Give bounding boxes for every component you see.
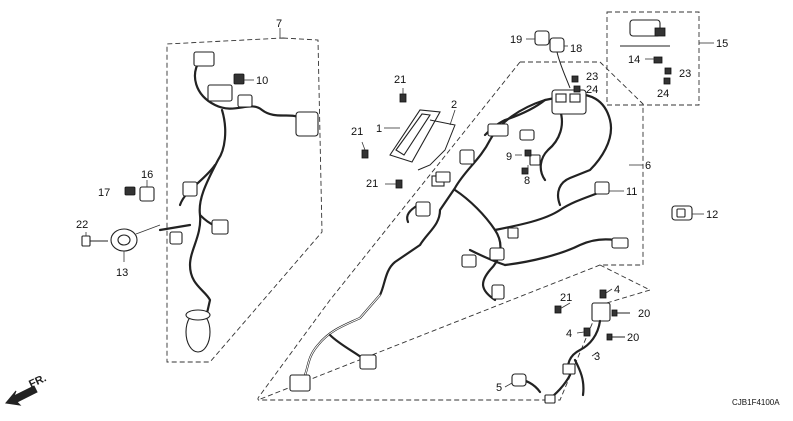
callout-7: 7 xyxy=(276,18,282,30)
callout-23-main: 23 xyxy=(586,71,598,83)
part-16 xyxy=(139,180,155,202)
callout-19: 19 xyxy=(510,34,522,46)
part-1-ecu xyxy=(389,109,441,163)
callout-8: 8 xyxy=(524,175,530,187)
callout-11: 11 xyxy=(626,186,637,198)
callout-labels: 7 10 16 17 22 13 21 2 1 21 21 19 18 23 2… xyxy=(76,18,728,394)
callout-21-left: 21 xyxy=(351,126,363,138)
callout-1: 1 xyxy=(376,123,382,135)
callout-16: 16 xyxy=(141,169,153,181)
callout-9: 9 xyxy=(506,151,512,163)
connector-11 xyxy=(594,181,610,195)
diagram-reference-code: CJB1F4100A xyxy=(732,398,780,407)
callout-24-main: 24 xyxy=(586,84,598,96)
callout-4-bottom: 4 xyxy=(566,328,572,340)
callout-2: 2 xyxy=(451,99,457,111)
callout-13: 13 xyxy=(116,267,128,279)
callout-20-bottom: 20 xyxy=(627,332,639,344)
callout-12: 12 xyxy=(706,209,718,221)
group-7-outline xyxy=(166,37,323,363)
bolts-20 xyxy=(606,309,630,341)
callout-17: 17 xyxy=(98,187,110,199)
group-15-outline xyxy=(606,11,700,106)
bolts-21 xyxy=(361,88,407,189)
front-label: FR. xyxy=(27,372,48,390)
part-15-relay xyxy=(620,19,670,47)
front-direction-indicator: FR. xyxy=(5,372,48,406)
callout-18: 18 xyxy=(570,43,582,55)
connector-top xyxy=(193,51,215,67)
leader-lines xyxy=(244,28,714,388)
arrow-left-down-icon xyxy=(5,385,38,406)
callout-20-top: 20 xyxy=(638,308,650,320)
part-5-pipe xyxy=(511,373,542,394)
group-6-outline xyxy=(257,61,644,401)
callout-10: 10 xyxy=(256,75,268,87)
callout-23-detail: 23 xyxy=(679,68,691,80)
callout-3: 3 xyxy=(594,351,600,363)
part-12-connector xyxy=(671,205,693,221)
callout-21-top: 21 xyxy=(394,74,406,86)
screws-23-24-main xyxy=(571,75,581,93)
part-19 xyxy=(534,30,550,46)
callout-24-detail: 24 xyxy=(657,88,669,100)
part-22-bolt xyxy=(81,232,108,247)
bolt-21-lower xyxy=(554,305,562,314)
callout-22: 22 xyxy=(76,219,88,231)
part-3-subharness xyxy=(544,289,611,404)
part-18 xyxy=(549,37,571,89)
callout-5: 5 xyxy=(496,382,502,394)
harness-group-6 xyxy=(289,89,629,392)
callout-21-lower: 21 xyxy=(560,292,572,304)
part-17 xyxy=(124,186,136,196)
group-3-outline xyxy=(258,264,652,401)
callout-6: 6 xyxy=(645,160,651,172)
callout-14: 14 xyxy=(628,54,640,66)
part-14 xyxy=(653,56,672,85)
harness-group-7 xyxy=(158,51,319,353)
callout-21-mid: 21 xyxy=(366,178,378,190)
callout-15: 15 xyxy=(716,38,728,50)
part-13-horn xyxy=(110,224,161,262)
callout-4-top: 4 xyxy=(614,284,620,296)
clip-10 xyxy=(233,73,245,85)
